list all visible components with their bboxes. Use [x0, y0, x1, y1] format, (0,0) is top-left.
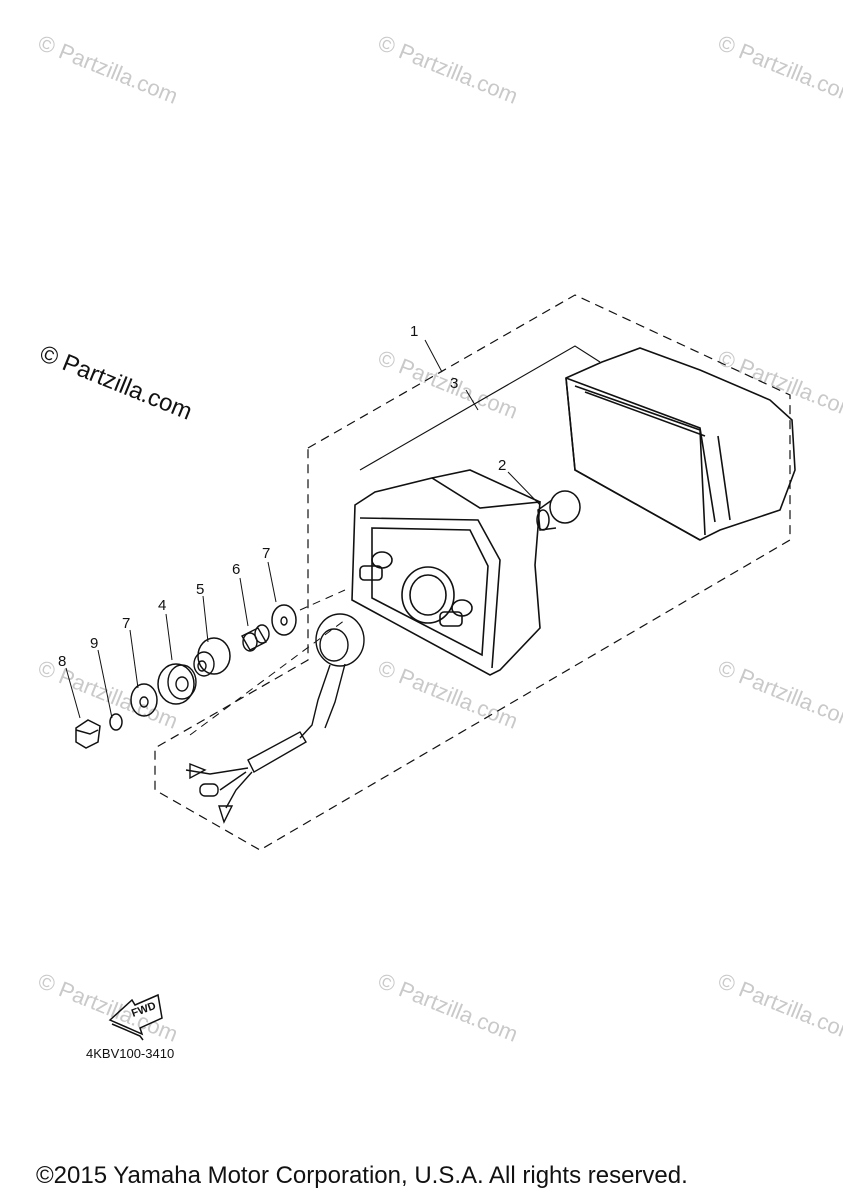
- collar: [241, 624, 270, 652]
- copyright-notice: ©2015 Yamaha Motor Corporation, U.S.A. A…: [36, 1162, 688, 1189]
- leader-1: [424, 339, 443, 373]
- callout-5: 5: [196, 581, 205, 598]
- washer-upper: [271, 604, 297, 636]
- diagram-code: 4KBV100-3410: [86, 1046, 175, 1061]
- callout-1: 1: [410, 323, 419, 340]
- callout-8: 8: [58, 653, 67, 670]
- leader-3: [465, 389, 479, 411]
- assembly-boundary: [154, 294, 791, 851]
- leader-4: [165, 613, 173, 661]
- tail-lens: [565, 347, 796, 541]
- mounting-axis: [189, 619, 346, 736]
- callout-4: 4: [158, 597, 167, 614]
- washer-lower: [130, 683, 158, 717]
- callout-2: 2: [498, 457, 507, 474]
- lock-washer: [109, 713, 123, 731]
- bulb: [536, 490, 581, 531]
- leader-5: [202, 595, 209, 643]
- damper: [157, 663, 197, 705]
- leader-7a: [267, 561, 277, 603]
- leader-8: [65, 667, 81, 719]
- lamp-housing: [351, 469, 541, 676]
- socket-harness: [185, 613, 365, 824]
- leader-6: [239, 577, 249, 627]
- housing-bracket: [359, 345, 601, 471]
- fwd-arrow-icon: FWD: [108, 993, 163, 1041]
- grommet: [193, 637, 231, 677]
- mounting-axis-upper: [299, 589, 346, 611]
- callout-7-lower: 7: [122, 615, 131, 632]
- nut: [75, 719, 101, 749]
- callout-3: 3: [450, 375, 459, 392]
- callout-7-upper: 7: [262, 545, 271, 562]
- leader-7b: [129, 629, 139, 689]
- callout-6: 6: [232, 561, 241, 578]
- callout-9: 9: [90, 635, 99, 652]
- leader-9: [97, 649, 113, 719]
